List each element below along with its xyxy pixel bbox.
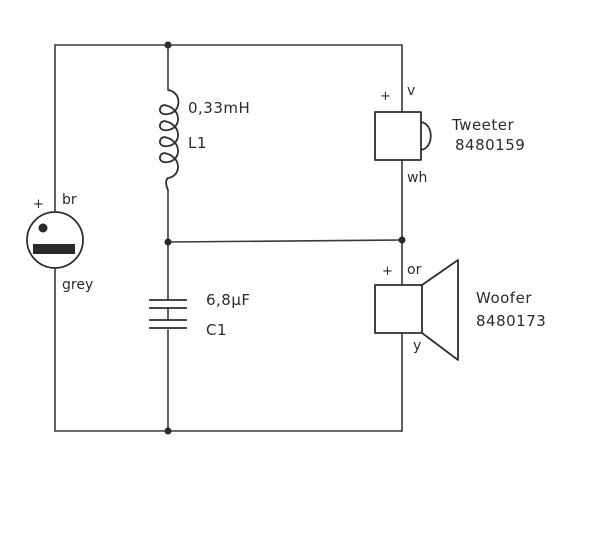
junction-mid-right xyxy=(398,236,406,244)
woofer-wire-top-label: or xyxy=(407,262,422,278)
woofer-body xyxy=(374,284,423,334)
input-connector: + br grey xyxy=(26,192,93,293)
tweeter-name-label: Tweeter xyxy=(451,116,515,134)
woofer-name-label: Woofer xyxy=(476,289,532,307)
connector-polarity-label: + xyxy=(33,197,44,212)
junction-bottom xyxy=(164,427,172,435)
junctions xyxy=(164,41,406,435)
woofer-polarity-label: + xyxy=(382,264,393,279)
mid-rail xyxy=(167,239,403,243)
capacitor-ref-label: C1 xyxy=(206,321,227,339)
capacitor-value-label: 6,8µF xyxy=(206,291,251,309)
woofer-part-label: 8480173 xyxy=(476,312,546,330)
tweeter: + v wh Tweeter 8480159 xyxy=(374,83,525,186)
inductor-ref-label: L1 xyxy=(188,134,207,152)
inductor-l1: 0,33mH L1 xyxy=(159,89,250,191)
connector-bar xyxy=(33,244,75,254)
connector-body xyxy=(26,211,84,269)
woofer: + or y Woofer 8480173 xyxy=(374,259,546,361)
tweeter-wire-bottom-label: wh xyxy=(407,170,427,186)
tweeter-polarity-label: + xyxy=(380,89,391,104)
woofer-cone xyxy=(421,259,459,361)
wiring xyxy=(54,44,403,432)
connector-wire-bottom-label: grey xyxy=(62,277,93,293)
junction-mid-left xyxy=(164,238,172,246)
tweeter-part-label: 8480159 xyxy=(455,136,525,154)
tweeter-wire-top-label: v xyxy=(407,83,415,99)
woofer-wire-bottom-label: y xyxy=(413,338,421,354)
capacitor-c1: 6,8µF C1 xyxy=(149,291,251,339)
tweeter-dome xyxy=(420,121,432,151)
inductor-value-label: 0,33mH xyxy=(188,99,250,117)
inductor-coil xyxy=(159,89,180,191)
connector-wire-top-label: br xyxy=(62,192,77,208)
junction-top xyxy=(164,41,172,49)
tweeter-body xyxy=(374,111,422,161)
connector-pin xyxy=(38,223,48,233)
